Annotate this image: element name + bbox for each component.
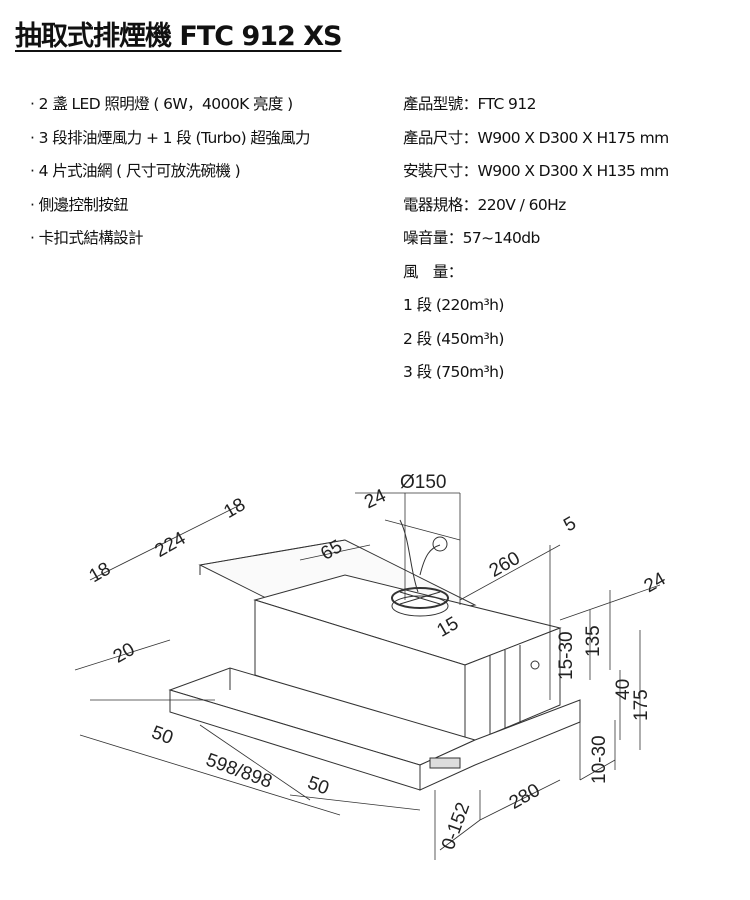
feature-item: · 側邊控制按鈕: [30, 195, 129, 214]
spec-airflow-3: 3 段 (750m³h): [403, 363, 504, 381]
dim-bottom-gap: 10-30: [589, 735, 610, 784]
feature-list: · 2 盞 LED 照明燈 ( 6W，4000K 亮度 ) · 3 段排油煙風力…: [30, 92, 311, 260]
feature-item: · 4 片式油網 ( 尺寸可放洗碗機 ): [30, 162, 241, 180]
dim-back-edge-right: 18: [220, 494, 249, 523]
dim-drawer-depth: 280: [506, 780, 544, 814]
dim-drawer-extension: 0-152: [438, 800, 474, 853]
spec-electrical: 電器規格：220V / 60Hz: [403, 195, 566, 214]
feature-item: · 2 盞 LED 照明燈 ( 6W，4000K 亮度 ): [30, 95, 293, 113]
spec-list: 產品型號：FTC 912 產品尺寸：W900 X D300 X H175 mm …: [403, 92, 669, 394]
dim-front-left: 20: [110, 639, 139, 668]
spec-product-size: 產品尺寸：W900 X D300 X H175 mm: [403, 128, 669, 147]
dim-duct-diameter: Ø150: [400, 472, 446, 493]
dim-front-offset-left: 50: [149, 722, 176, 749]
hood-outline: [168, 519, 581, 791]
dim-depth-to-duct: 260: [486, 548, 524, 582]
dim-duct-offset: 24: [361, 485, 389, 513]
dim-side-right: 24: [641, 568, 670, 597]
dim-rear-gap: 5: [560, 513, 580, 536]
spec-noise: 噪音量：57~140db: [403, 229, 540, 247]
feature-item: · 卡扣式結構設計: [30, 229, 144, 247]
feature-item: · 3 段排油煙風力 + 1 段 (Turbo) 超強風力: [30, 128, 311, 147]
spec-airflow-2: 2 段 (450m³h): [403, 329, 504, 348]
spec-airflow-1: 1 段 (220m³h): [403, 296, 504, 314]
dim-width: 598/898: [203, 750, 275, 793]
dimension-lines: [74, 492, 661, 860]
dim-back-edge-left: 18: [86, 559, 115, 588]
dim-total-height: 175: [631, 689, 652, 721]
dim-front-strip: 40: [613, 679, 634, 700]
dim-front-offset-right: 50: [305, 772, 332, 799]
spec-install-size: 安裝尺寸：W900 X D300 X H135 mm: [403, 162, 669, 180]
spec-model: 產品型號：FTC 912: [403, 95, 536, 113]
dim-visor-gap: 15-30: [556, 631, 577, 680]
dim-install-height: 135: [583, 625, 604, 657]
spec-airflow-label: 風 量：: [403, 262, 463, 281]
page-title: 抽取式排煙機 FTC 912 XS: [15, 21, 342, 52]
